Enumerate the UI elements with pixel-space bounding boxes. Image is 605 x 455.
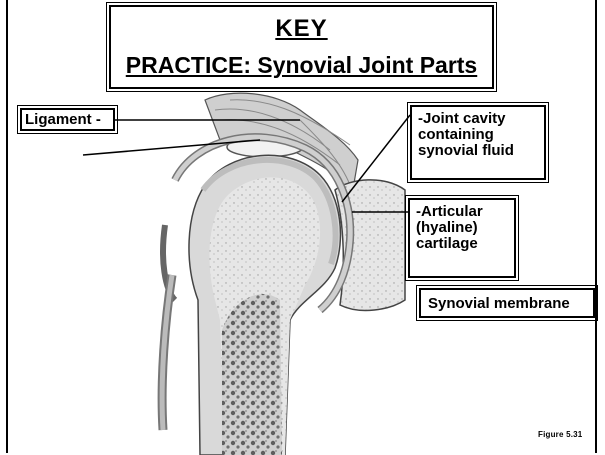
title-subtitle: PRACTICE: Synovial Joint Parts: [111, 52, 492, 79]
title-key: KEY: [111, 15, 492, 43]
cartilage-line-1: -Articular: [416, 204, 514, 220]
spongy-bone: [222, 294, 282, 455]
cartilage-line-3: cartilage: [416, 236, 514, 252]
joint-cavity-label: -Joint cavity containing synovial fluid: [410, 105, 546, 180]
ligament-label-text: Ligament: [25, 111, 92, 128]
title-box: KEY PRACTICE: Synovial Joint Parts: [109, 5, 494, 89]
ligament-label: Ligament -: [20, 108, 115, 131]
joint-cavity-line-2: containing: [418, 127, 544, 143]
joint-cavity-line-3: synovial fluid: [418, 143, 544, 159]
articular-cartilage-label: -Articular (hyaline) cartilage: [408, 198, 516, 278]
figure-caption: Figure 5.31: [538, 430, 582, 439]
synovial-membrane-label: Synovial membrane: [419, 288, 595, 318]
synovial-membrane-label-text: Synovial membrane: [428, 295, 570, 312]
cartilage-line-2: (hyaline): [416, 220, 514, 236]
joint-cavity-line-1: -Joint cavity: [418, 111, 544, 127]
